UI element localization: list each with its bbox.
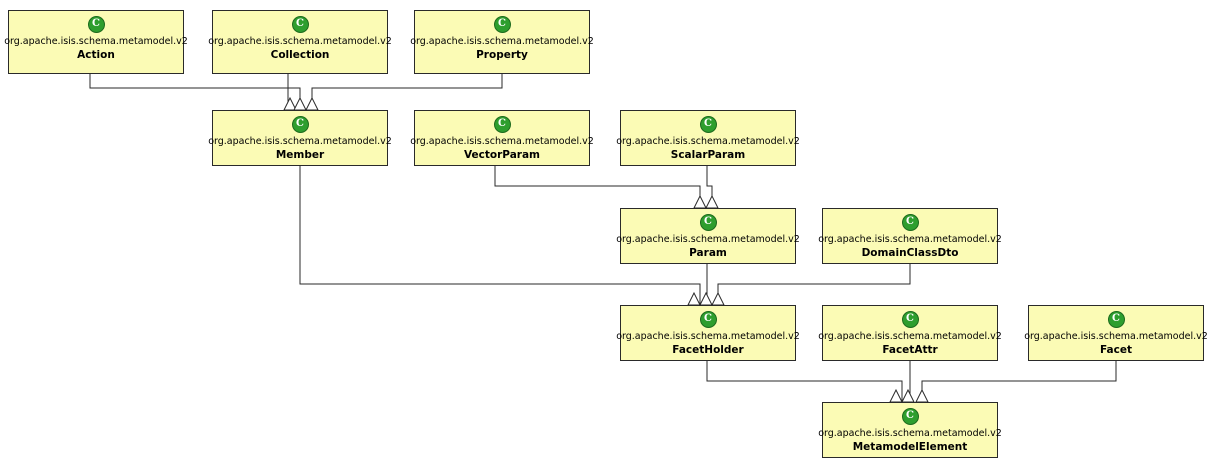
class-node-action[interactable]: C org.apache.isis.schema.metamodel.v2 Ac…: [4, 10, 188, 74]
class-package: org.apache.isis.schema.metamodel.v2: [616, 136, 800, 147]
class-node-domainclassdto[interactable]: C org.apache.isis.schema.metamodel.v2 Do…: [818, 208, 1002, 264]
class-name: FacetAttr: [882, 344, 938, 356]
class-icon: C: [87, 16, 105, 33]
class-icon: C: [291, 116, 309, 133]
generalization-arrow: [293, 96, 307, 111]
class-package: org.apache.isis.schema.metamodel.v2: [818, 428, 1002, 439]
class-icon: C: [493, 16, 511, 33]
generalization-arrow: [283, 96, 297, 111]
class-icon: C: [901, 214, 919, 231]
class-node-param[interactable]: C org.apache.isis.schema.metamodel.v2 Pa…: [616, 208, 800, 264]
class-package: org.apache.isis.schema.metamodel.v2: [818, 234, 1002, 245]
generalization-arrow: [305, 96, 319, 111]
class-node-facetholder[interactable]: C org.apache.isis.schema.metamodel.v2 Fa…: [616, 305, 800, 361]
class-package: org.apache.isis.schema.metamodel.v2: [4, 36, 188, 47]
class-package: org.apache.isis.schema.metamodel.v2: [410, 36, 594, 47]
generalization-arrow: [699, 291, 713, 306]
class-icon: C: [291, 16, 309, 33]
class-icon: C: [1107, 311, 1125, 328]
edge-domainclassdto-facetholder: [717, 264, 911, 305]
class-node-facetattr[interactable]: C org.apache.isis.schema.metamodel.v2 Fa…: [818, 305, 1002, 361]
generalization-arrow: [687, 291, 701, 306]
class-name: VectorParam: [463, 149, 540, 161]
class-package: org.apache.isis.schema.metamodel.v2: [208, 36, 392, 47]
class-icon: C: [699, 214, 717, 231]
class-name: FacetHolder: [672, 344, 744, 356]
edge-vectorparam-param: [494, 166, 701, 208]
class-icon: C: [699, 116, 717, 133]
class-name: Collection: [270, 49, 330, 61]
class-node-member[interactable]: C org.apache.isis.schema.metamodel.v2 Me…: [208, 110, 392, 166]
class-name: Property: [476, 49, 528, 61]
class-name: MetamodelElement: [852, 441, 968, 453]
generalization-arrow: [889, 388, 903, 403]
class-node-vectorparam[interactable]: C org.apache.isis.schema.metamodel.v2 Ve…: [410, 110, 594, 166]
class-icon: C: [901, 311, 919, 328]
class-node-facet[interactable]: C org.apache.isis.schema.metamodel.v2 Fa…: [1024, 305, 1208, 361]
class-package: org.apache.isis.schema.metamodel.v2: [616, 331, 800, 342]
generalization-arrow: [711, 291, 725, 306]
class-package: org.apache.isis.schema.metamodel.v2: [208, 136, 392, 147]
edge-facet-metamodelelement: [921, 361, 1117, 402]
generalization-arrow: [693, 194, 707, 209]
edge-property-member: [311, 74, 503, 110]
class-name: Param: [689, 247, 727, 259]
class-name: Member: [275, 149, 325, 161]
class-name: Action: [77, 49, 115, 61]
generalization-arrow: [705, 194, 719, 209]
class-name: Facet: [1099, 344, 1132, 356]
class-node-metamodelelement[interactable]: C org.apache.isis.schema.metamodel.v2 Me…: [818, 402, 1002, 458]
generalization-arrow: [901, 388, 915, 403]
class-package: org.apache.isis.schema.metamodel.v2: [1024, 331, 1208, 342]
class-node-scalarparam[interactable]: C org.apache.isis.schema.metamodel.v2 Sc…: [616, 110, 800, 166]
class-icon: C: [901, 408, 919, 425]
class-package: org.apache.isis.schema.metamodel.v2: [818, 331, 1002, 342]
class-node-property[interactable]: C org.apache.isis.schema.metamodel.v2 Pr…: [410, 10, 594, 74]
class-node-collection[interactable]: C org.apache.isis.schema.metamodel.v2 Co…: [208, 10, 392, 74]
class-icon: C: [493, 116, 511, 133]
generalization-arrow: [915, 388, 929, 403]
edge-facetholder-metamodelelement: [706, 361, 903, 402]
class-package: org.apache.isis.schema.metamodel.v2: [410, 136, 594, 147]
class-icon: C: [699, 311, 717, 328]
edge-action-member: [89, 74, 301, 110]
class-name: ScalarParam: [670, 149, 746, 161]
class-package: org.apache.isis.schema.metamodel.v2: [616, 234, 800, 245]
class-name: DomainClassDto: [861, 247, 959, 259]
edge-scalarparam-param: [706, 166, 713, 208]
